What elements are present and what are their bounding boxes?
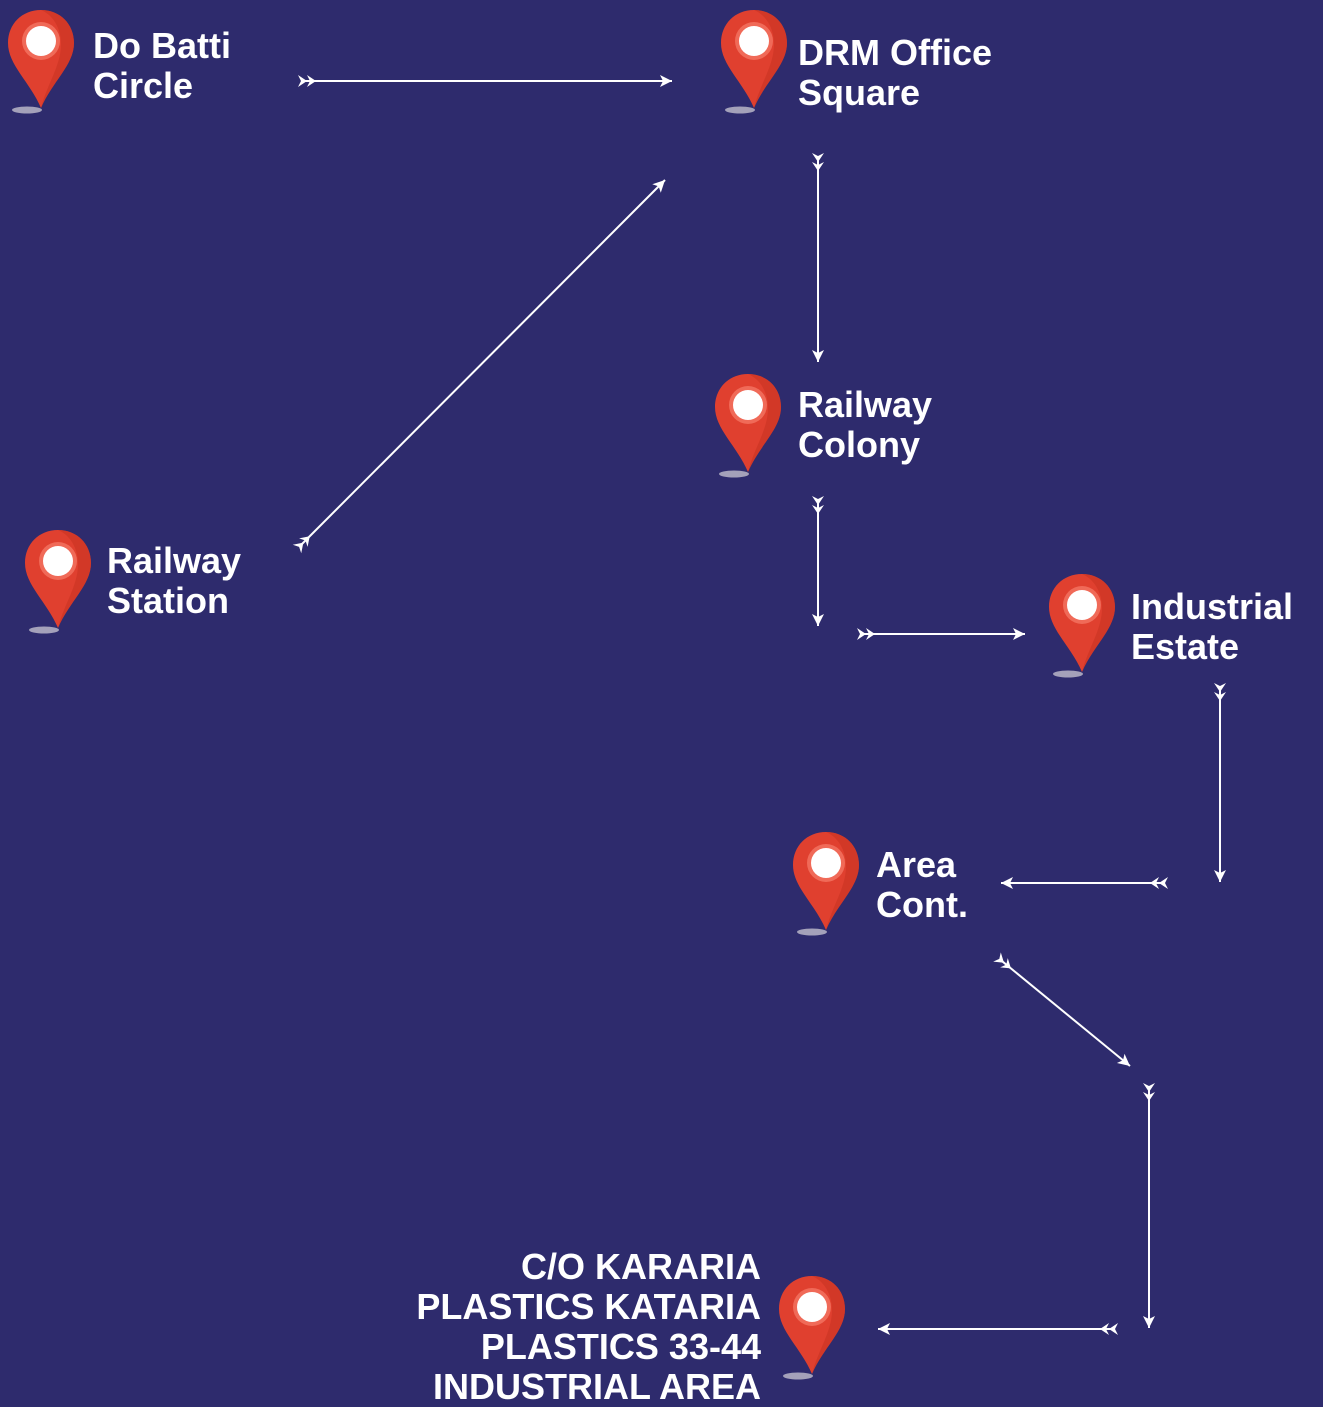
arrow-icon <box>298 75 672 87</box>
label-line: Circle <box>93 65 194 106</box>
location-label-kataria-plastics: C/O KARARIA PLASTICS KATARIA PLASTICS 33… <box>416 1247 761 1407</box>
label-line: Railway <box>107 540 242 581</box>
arrow-icon <box>292 179 666 554</box>
arrow-icon <box>1001 877 1168 889</box>
map-pin-icon <box>22 528 94 638</box>
map-pin-icon <box>5 8 77 118</box>
arrow-icon <box>1143 1083 1155 1328</box>
label-line: INDUSTRIAL AREA <box>432 1366 761 1407</box>
label-line: Industrial <box>1131 586 1294 627</box>
label-line: Cont. <box>876 884 968 925</box>
label-line: Do Batti <box>93 25 231 66</box>
location-label-industrial-estate: Industrial Estate <box>1131 587 1293 667</box>
map-pin-icon <box>718 8 790 118</box>
location-label-area-cont: Area Cont. <box>876 845 968 925</box>
location-label-do-batti-circle: Do Batti Circle <box>93 26 231 106</box>
map-pin-icon <box>776 1274 848 1384</box>
label-line: Square <box>798 72 921 113</box>
map-pin-icon <box>1046 572 1118 682</box>
label-line: PLASTICS KATARIA <box>416 1286 761 1327</box>
label-line: Colony <box>798 424 920 465</box>
label-line: PLASTICS 33-44 <box>480 1326 761 1367</box>
label-line: Railway <box>798 384 933 425</box>
arrow-icon <box>812 496 824 626</box>
location-label-railway-station: Railway Station <box>107 541 241 621</box>
arrow-icon <box>812 153 824 362</box>
label-line: Area <box>876 844 957 885</box>
label-line: Estate <box>1131 626 1240 667</box>
label-line: DRM Office <box>798 32 993 73</box>
arrow-icon <box>1214 683 1226 882</box>
label-line: Station <box>107 580 229 621</box>
map-pin-icon <box>790 830 862 940</box>
map-pin-icon <box>712 372 784 482</box>
label-line: C/O KARARIA <box>521 1246 761 1287</box>
arrow-icon <box>993 952 1131 1067</box>
arrow-icon <box>857 628 1025 640</box>
arrow-icon <box>878 1323 1118 1335</box>
location-label-drm-office-square: DRM Office Square <box>798 33 992 113</box>
location-label-railway-colony: Railway Colony <box>798 385 932 465</box>
